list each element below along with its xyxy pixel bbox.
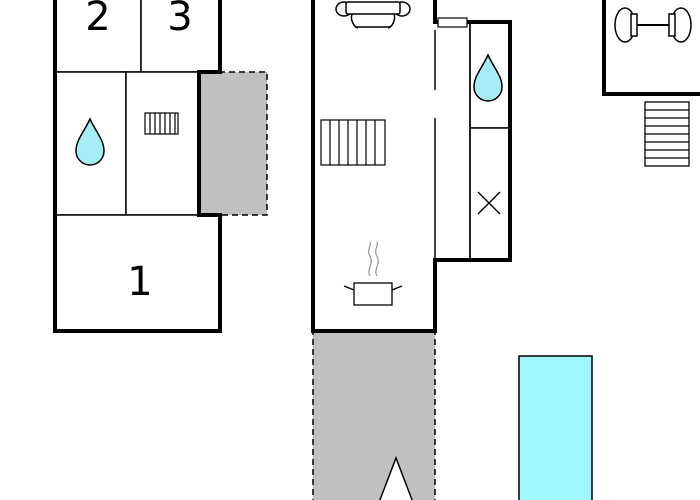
left-building-outer-wall (53, 0, 222, 333)
dining-table-icon (335, 1, 411, 29)
room-3 (140, 0, 221, 73)
room-3-label: 3 (167, 0, 192, 40)
room-1 (54, 214, 221, 332)
cooking-pot-icon (343, 241, 403, 306)
fitness-room-wall (602, 0, 700, 96)
left-building: 2 3 1 (53, 0, 268, 333)
radiator-icon (144, 112, 179, 135)
stairs-icon (644, 101, 690, 167)
corridor (435, 22, 470, 260)
right-building (518, 0, 700, 500)
storage-room (469, 127, 511, 261)
room-2-label: 2 (85, 0, 110, 40)
door-marker (437, 17, 468, 28)
water-drop-icon (473, 53, 503, 102)
middle-building (311, 0, 512, 500)
water-drop-icon (75, 117, 105, 166)
terrace-middle (312, 330, 436, 500)
terrace-left (198, 71, 268, 216)
swimming-pool (518, 355, 593, 500)
dumbbell-icon (614, 7, 692, 43)
utility-room (125, 71, 200, 216)
room-1-label: 1 (127, 259, 152, 305)
cross-mark-icon (477, 191, 501, 215)
radiator-icon (320, 119, 386, 166)
entrance-arrow-icon (379, 455, 413, 500)
